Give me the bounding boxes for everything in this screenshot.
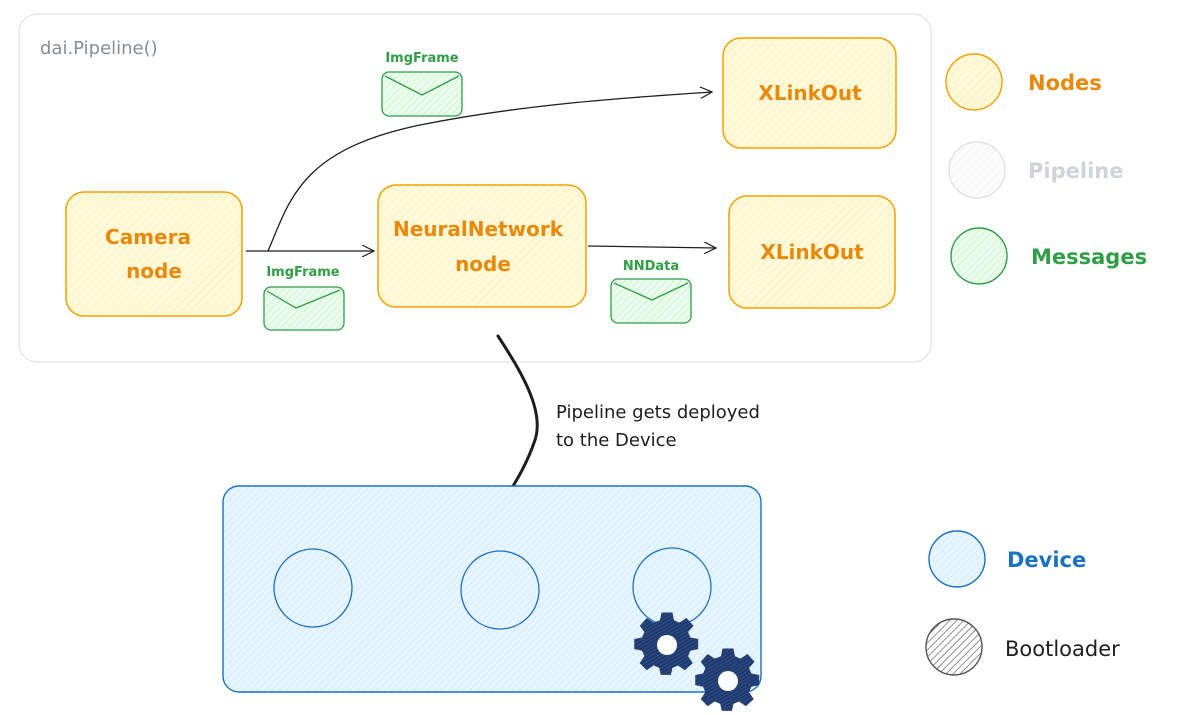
legend-device-swatch — [928, 530, 986, 588]
legend-pipeline: Pipeline — [948, 141, 1123, 199]
deploy-caption-line-2: to the Device — [556, 430, 677, 451]
message-imgframe-cam-nn-label: ImgFrame — [266, 265, 339, 280]
device-box — [222, 485, 762, 693]
message-imgframe-cam-nn: ImgFrame — [263, 265, 345, 331]
legend-device-label: Device — [1007, 548, 1086, 572]
node-xlinkout-top[interactable]: XLinkOut — [722, 37, 897, 149]
envelope-icon — [381, 71, 463, 117]
edge-camera-to-xlinkout-top — [267, 92, 712, 252]
envelope-icon — [263, 286, 345, 331]
envelope-icon — [610, 278, 692, 324]
device-slot-2 — [460, 550, 540, 630]
node-camera-label-2: node — [126, 259, 182, 283]
gear-icon — [634, 612, 699, 675]
legend-bootloader-label: Bootloader — [1005, 637, 1120, 661]
legend-device: Device — [928, 530, 1086, 588]
node-neural-network[interactable]: NeuralNetwork node — [377, 184, 587, 308]
node-xlinkout-bottom-label: XLinkOut — [760, 240, 864, 264]
message-nndata-label: NNData — [623, 259, 679, 274]
message-nndata: NNData — [610, 259, 692, 324]
legend-messages-swatch — [950, 227, 1008, 285]
node-camera-label-1: Camera — [105, 225, 191, 249]
legend-messages: Messages — [950, 227, 1147, 285]
legend-messages-label: Messages — [1031, 245, 1147, 269]
deploy-caption-line-1: Pipeline gets deployed — [556, 402, 760, 423]
node-xlinkout-bottom[interactable]: XLinkOut — [728, 195, 896, 309]
legend-nodes-swatch — [945, 53, 1003, 111]
legend-bootloader-swatch — [925, 618, 983, 676]
legend-nodes-label: Nodes — [1028, 71, 1102, 95]
message-imgframe-top-label: ImgFrame — [385, 51, 458, 66]
gear-icon — [695, 648, 760, 711]
node-nn-label-2: node — [455, 252, 511, 276]
legend-bootloader: Bootloader — [925, 618, 1120, 676]
legend-nodes: Nodes — [945, 53, 1102, 111]
legend-pipeline-label: Pipeline — [1028, 159, 1123, 183]
device-slot-1 — [273, 548, 353, 628]
pipeline-title: dai.Pipeline() — [40, 38, 158, 59]
edge-nn-to-xlinkout — [587, 246, 716, 248]
node-camera[interactable]: Camera node — [65, 191, 243, 317]
legend-pipeline-swatch — [948, 141, 1006, 199]
message-imgframe-top: ImgFrame — [381, 51, 463, 117]
node-nn-label-1: NeuralNetwork — [393, 217, 564, 241]
node-xlinkout-top-label: XLinkOut — [758, 81, 862, 105]
